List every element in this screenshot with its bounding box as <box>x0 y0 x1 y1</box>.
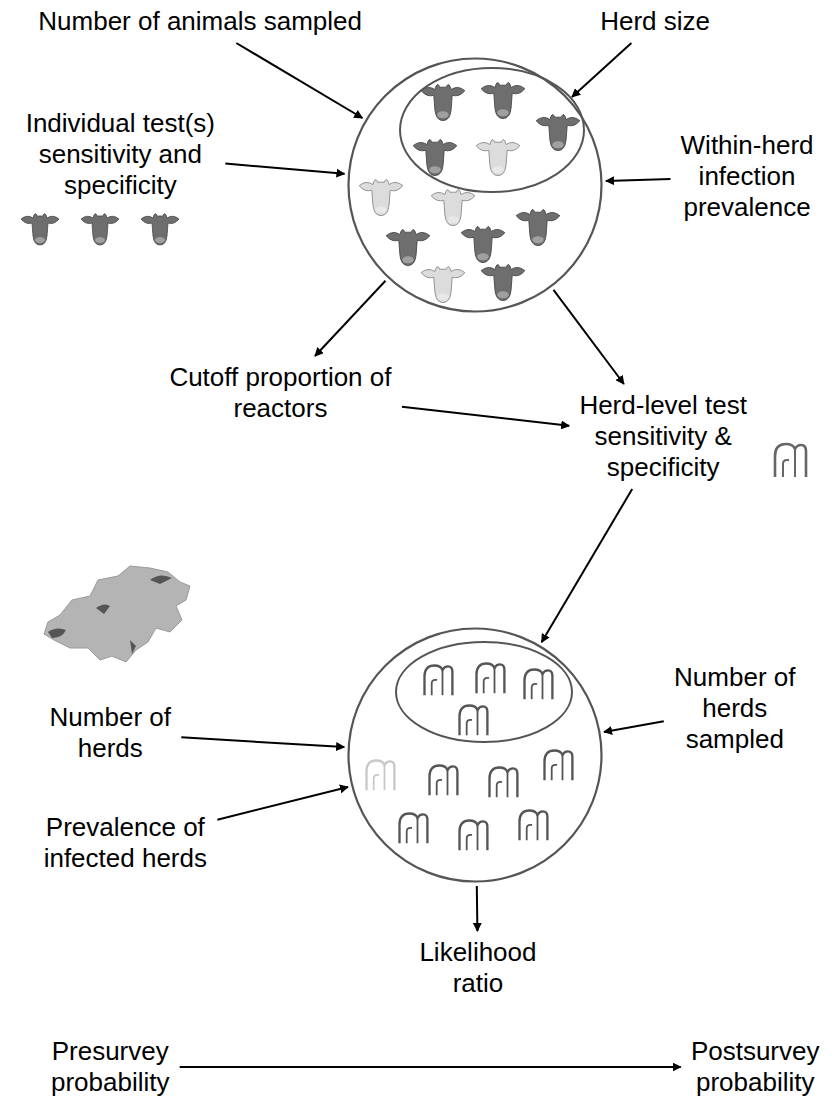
influence-arrow <box>604 721 664 732</box>
circle-outline <box>349 59 602 312</box>
cow-infected <box>359 140 520 303</box>
factor-text: Likelihood ratio <box>415 937 541 999</box>
factor-text: Presurvey probability <box>47 1036 174 1098</box>
influence-arrow <box>315 281 386 356</box>
cow-icons <box>21 214 179 245</box>
circle-outline <box>349 629 602 882</box>
factor-label: Herd-level test sensitivity & specificit… <box>575 390 751 483</box>
factor-label: Prevalence of infected herds <box>39 812 211 874</box>
influence-arrow <box>572 43 631 97</box>
circle-outline <box>347 57 603 313</box>
influence-arrow <box>181 737 344 747</box>
factor-label: Individual test(s) sensitivity and speci… <box>21 108 219 201</box>
barn-infected <box>367 761 395 791</box>
factor-text: Cutoff proportion of reactors <box>165 362 396 424</box>
factor-label: Likelihood ratio <box>415 937 541 999</box>
factor-label: Presurvey probability <box>47 1036 174 1098</box>
factor-text: Number of herds sampled <box>670 662 800 755</box>
influence-arrow <box>236 43 362 118</box>
factor-text: Within-herd infection prevalence <box>677 130 818 223</box>
factor-text: Prevalence of infected herds <box>39 812 211 874</box>
influence-arrow <box>542 489 633 642</box>
influence-arrow <box>476 886 479 931</box>
influence-arrow <box>402 407 569 426</box>
circle-outline <box>347 627 603 883</box>
factor-text: Postsurvey probability <box>687 1036 824 1098</box>
factor-label: Within-herd infection prevalence <box>677 130 818 223</box>
cow-herd <box>386 83 580 301</box>
factor-text: Herd size <box>596 6 714 37</box>
sample-ellipse <box>396 642 572 742</box>
sample-ellipse <box>400 68 584 192</box>
factor-label: Number of herds <box>45 702 175 764</box>
factor-label: Herd size <box>596 6 714 37</box>
barn-herd <box>400 664 573 851</box>
influence-arrow <box>554 290 624 384</box>
factor-text: Herd-level test sensitivity & specificit… <box>575 390 751 483</box>
influence-arrow <box>225 164 344 174</box>
barn-icon <box>775 444 806 477</box>
influence-arrow <box>180 1066 681 1068</box>
factor-text: Number of animals sampled <box>34 6 366 37</box>
switzerland-map <box>44 566 190 662</box>
factor-label: Number of animals sampled <box>34 6 366 37</box>
influence-arrow <box>217 787 348 820</box>
factor-label: Postsurvey probability <box>687 1036 824 1098</box>
population-circle <box>347 627 603 883</box>
population-circle <box>347 57 603 313</box>
factor-label: Number of herds sampled <box>670 662 800 755</box>
factor-text: Individual test(s) sensitivity and speci… <box>21 108 219 201</box>
influence-arrow <box>606 179 671 181</box>
factor-text: Number of herds <box>45 702 175 764</box>
factor-label: Cutoff proportion of reactors <box>165 362 396 424</box>
